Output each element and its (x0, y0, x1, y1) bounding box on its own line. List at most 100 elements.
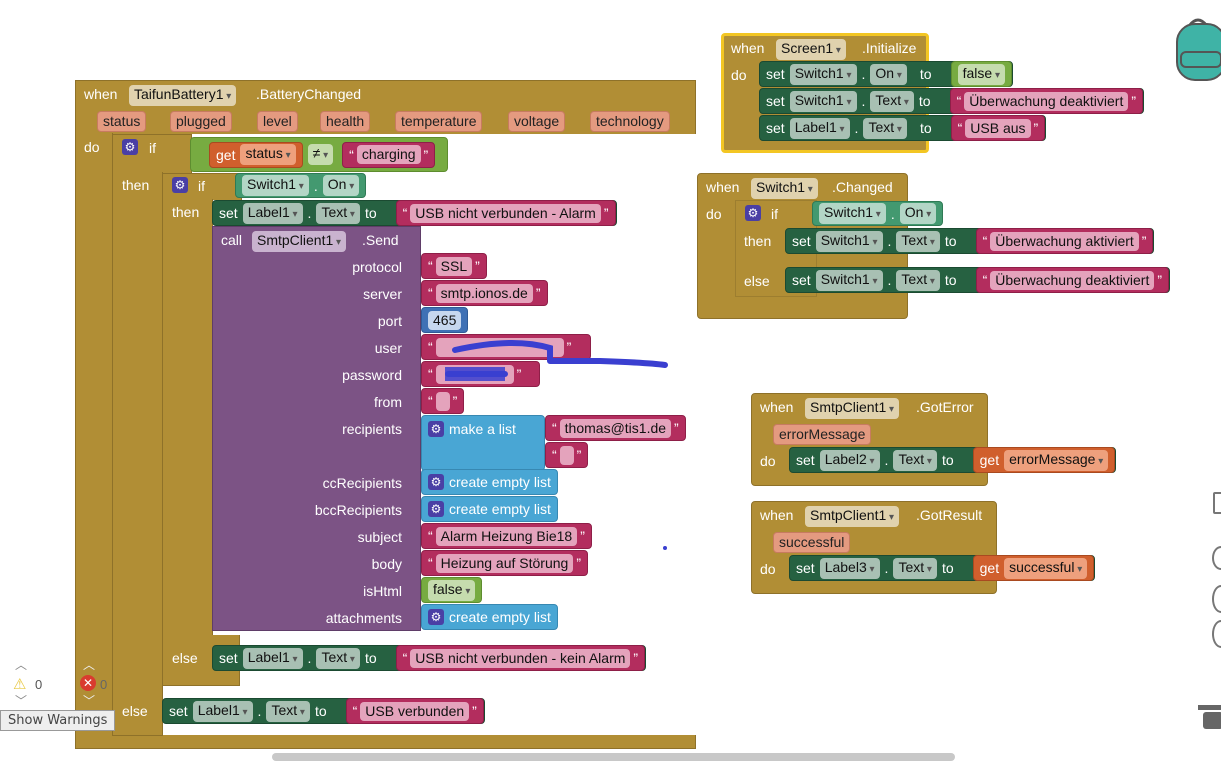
property-dropdown[interactable]: Text (316, 202, 360, 224)
text-value[interactable]: SSL (435, 256, 473, 276)
ishtml-false-block[interactable]: false (421, 577, 483, 603)
from-text-block[interactable]: “” (421, 388, 465, 414)
variable-dropdown[interactable]: successful (1004, 557, 1088, 579)
property-dropdown[interactable]: Text (863, 117, 907, 139)
show-warnings-button[interactable]: Show Warnings (0, 710, 116, 731)
text-block[interactable]: “USB aus” (950, 115, 1046, 141)
property-dropdown[interactable]: Text (893, 449, 937, 471)
property-dropdown[interactable]: Text (896, 269, 940, 291)
text-value[interactable] (559, 445, 574, 465)
text-value[interactable]: thomas@tis1.de (559, 418, 672, 438)
text-value[interactable]: USB aus (965, 118, 1031, 138)
text-value[interactable] (435, 337, 564, 357)
text-value[interactable] (435, 364, 514, 384)
switch1-on-getter[interactable]: Switch1.On (812, 201, 944, 226)
property-dropdown[interactable]: Text (893, 557, 937, 579)
component-dropdown[interactable]: TaifunBattery1 (129, 85, 237, 106)
component-dropdown[interactable]: SmtpClient1 (805, 506, 900, 527)
center-icon[interactable] (1212, 546, 1221, 570)
text-value[interactable]: smtp.ionos.de (435, 283, 533, 303)
trash-icon[interactable] (1203, 712, 1221, 729)
component-dropdown[interactable]: Switch1 (789, 63, 857, 85)
text-value[interactable]: Heizung auf Störung (435, 553, 574, 573)
switch1-on-getter[interactable]: Switch1.On (235, 173, 367, 198)
create-empty-list-block[interactable]: ⚙create empty list (421, 604, 558, 630)
text-value[interactable]: Überwachung aktiviert (990, 231, 1139, 251)
component-dropdown[interactable]: Switch1 (789, 90, 857, 112)
text-block[interactable]: “USB nicht verbunden - kein Alarm” (395, 645, 646, 671)
component-dropdown[interactable]: Switch1 (242, 175, 309, 196)
gear-icon[interactable]: ⚙ (172, 177, 188, 193)
text-block[interactable]: “Überwachung deaktiviert” (949, 88, 1144, 114)
property-dropdown[interactable]: On (322, 175, 360, 196)
horizontal-scrollbar[interactable] (272, 753, 955, 761)
property-dropdown[interactable]: On (899, 203, 937, 224)
text-block[interactable]: “charging” (342, 141, 436, 168)
password-text-block[interactable]: “” (421, 361, 540, 387)
param-temperature[interactable]: temperature (395, 111, 483, 132)
text-block[interactable]: “Überwachung aktiviert” (975, 228, 1154, 254)
create-empty-list-block[interactable]: ⚙create empty list (421, 496, 558, 522)
param-level[interactable]: level (257, 111, 298, 132)
error-prev-arrow-icon[interactable]: ︿ (83, 658, 96, 672)
smtp-send-call-block[interactable] (212, 226, 421, 631)
zoom-out-icon[interactable] (1212, 620, 1221, 648)
component-dropdown[interactable]: Label1 (242, 202, 303, 224)
subject-text-block[interactable]: “Alarm Heizung Bie18” (421, 523, 592, 549)
component-dropdown[interactable]: Switch1 (819, 203, 886, 224)
param-plugged[interactable]: plugged (170, 111, 232, 132)
component-dropdown[interactable]: Label1 (242, 647, 303, 669)
property-dropdown[interactable]: Text (316, 647, 360, 669)
recipient-text-block[interactable]: “” (545, 442, 589, 468)
param-technology[interactable]: technology (590, 111, 670, 132)
port-number-block[interactable]: 465 (421, 307, 469, 333)
property-dropdown[interactable]: Text (870, 90, 914, 112)
error-next-arrow-icon[interactable]: ﹀ (83, 694, 96, 708)
text-block[interactable]: “USB nicht verbunden - Alarm” (395, 200, 616, 226)
body-text-block[interactable]: “Heizung auf Störung” (421, 550, 588, 576)
variable-dropdown[interactable]: status (240, 144, 296, 165)
param-errormessage[interactable]: errorMessage (773, 424, 872, 445)
boolean-dropdown[interactable]: false (428, 579, 476, 601)
boolean-dropdown[interactable]: false (957, 63, 1005, 85)
variable-dropdown[interactable]: errorMessage (1004, 449, 1109, 471)
recipient-text-block[interactable]: “thomas@tis1.de” (545, 415, 686, 441)
component-dropdown[interactable]: Label3 (819, 557, 880, 579)
component-dropdown[interactable]: SmtpClient1 (252, 231, 347, 252)
number-value[interactable]: 465 (428, 310, 462, 330)
user-text-block[interactable]: “” (421, 334, 591, 360)
text-value[interactable]: USB verbunden (360, 701, 470, 721)
component-dropdown[interactable]: Screen1 (776, 39, 846, 60)
create-empty-list-block[interactable]: ⚙create empty list (421, 469, 558, 495)
text-value[interactable]: Überwachung deaktiviert (964, 91, 1129, 111)
property-dropdown[interactable]: Text (266, 700, 310, 722)
text-block[interactable]: “USB verbunden” (345, 698, 484, 724)
server-text-block[interactable]: “smtp.ionos.de” (421, 280, 548, 306)
fit-workspace-icon[interactable] (1213, 492, 1221, 514)
component-dropdown[interactable]: Label2 (819, 449, 880, 471)
text-value[interactable]: USB nicht verbunden - Alarm (410, 203, 601, 223)
component-dropdown[interactable]: Label1 (789, 117, 850, 139)
component-dropdown[interactable]: Switch1 (815, 230, 883, 252)
warning-prev-arrow-icon[interactable]: ︿ (15, 658, 28, 672)
text-value[interactable]: USB nicht verbunden - kein Alarm (410, 648, 631, 668)
text-value[interactable]: charging (356, 145, 421, 164)
component-dropdown[interactable]: Switch1 (751, 178, 818, 199)
gear-icon[interactable]: ⚙ (428, 501, 444, 517)
component-dropdown[interactable]: SmtpClient1 (805, 398, 900, 419)
component-dropdown[interactable]: Label1 (192, 700, 253, 722)
protocol-text-block[interactable]: “SSL” (421, 253, 487, 279)
param-successful[interactable]: successful (773, 532, 851, 553)
